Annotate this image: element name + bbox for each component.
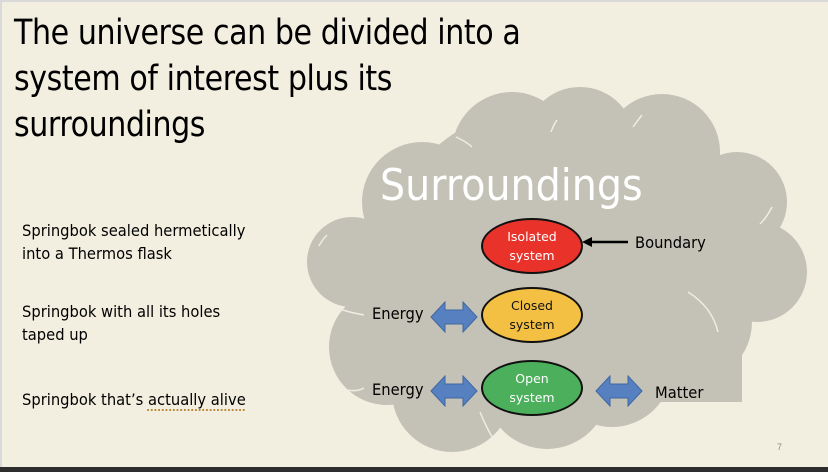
bullet-open-example: Springbok that’s actually alive (22, 388, 246, 411)
ellipse-text: Closed (511, 298, 553, 313)
ellipse-text: Isolated (507, 229, 557, 244)
bullet-text: Springbok that’s (22, 390, 148, 409)
surroundings-label: Surroundings (380, 160, 643, 211)
open-system-ellipse: Open system (481, 360, 583, 416)
bullet-line: taped up (22, 325, 88, 344)
title-line-2: system of interest plus its (14, 59, 393, 99)
bullet-line: Springbok that’s actually alive (22, 390, 246, 409)
page-title: The universe can be divided into a syste… (14, 10, 564, 148)
window-bottom-edge (0, 467, 828, 472)
isolated-system-ellipse: Isolated system (481, 218, 583, 274)
bullet-line: into a Thermos flask (22, 244, 172, 263)
page-number: 7 (777, 442, 783, 452)
bullet-line: Springbok sealed hermetically (22, 221, 246, 240)
ellipse-text: system (509, 248, 555, 263)
energy-double-arrow-icon (430, 301, 478, 333)
ellipse-text: system (509, 390, 555, 405)
boundary-pointer-arrow-icon (582, 237, 628, 247)
matter-label: Matter (655, 383, 704, 402)
closed-system-ellipse: Closed system (481, 287, 583, 343)
title-line-3: surroundings (14, 105, 206, 145)
bullet-line: Springbok with all its holes (22, 302, 221, 321)
matter-double-arrow-icon (595, 375, 643, 407)
energy-label-closed: Energy (372, 304, 424, 323)
bullet-closed-example: Springbok with all its holes taped up (22, 300, 220, 346)
energy-label-open: Energy (372, 380, 424, 399)
ellipse-text: Open (515, 371, 549, 386)
boundary-label: Boundary (635, 233, 706, 252)
ellipse-text: system (509, 317, 555, 332)
title-line-1: The universe can be divided into a (14, 13, 521, 53)
spellcheck-flagged-text[interactable]: actually alive (147, 390, 246, 409)
bullet-isolated-example: Springbok sealed hermetically into a The… (22, 219, 245, 265)
energy-double-arrow-icon (430, 375, 478, 407)
